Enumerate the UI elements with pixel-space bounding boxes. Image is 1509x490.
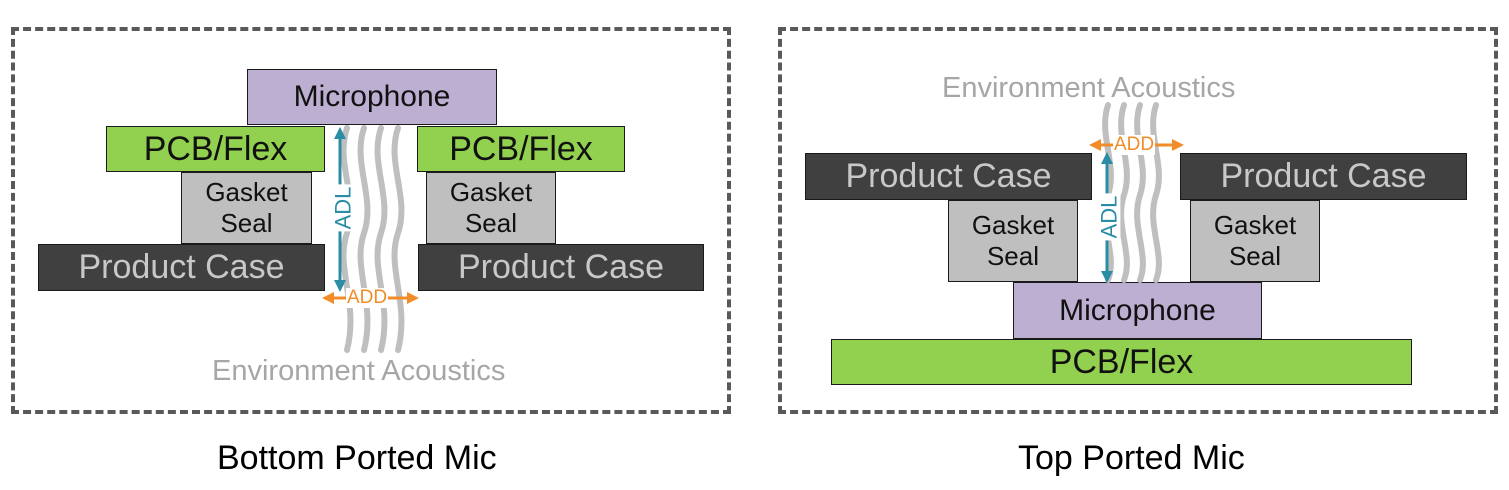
top-gasket-right: Gasket Seal bbox=[1190, 200, 1320, 282]
bottom-case-right: Product Case bbox=[418, 244, 704, 291]
bottom-add-label: ADD bbox=[346, 287, 389, 308]
bottom-gasket-left: Gasket Seal bbox=[181, 172, 312, 244]
bottom-gasket-right-label: Gasket Seal bbox=[449, 177, 533, 238]
bottom-gasket-left-label: Gasket Seal bbox=[205, 177, 288, 238]
top-case-right: Product Case bbox=[1180, 153, 1467, 200]
top-case-left: Product Case bbox=[805, 153, 1092, 200]
bottom-sound-waves bbox=[340, 125, 405, 353]
top-ported-caption: Top Ported Mic bbox=[1018, 439, 1245, 477]
top-add-label: ADD bbox=[1113, 134, 1156, 155]
bottom-environment-label: Environment Acoustics bbox=[212, 355, 506, 387]
top-ported-panel bbox=[778, 27, 1498, 414]
bottom-microphone: Microphone bbox=[247, 69, 497, 125]
bottom-adl-label: ADL bbox=[330, 184, 356, 232]
top-gasket-left: Gasket Seal bbox=[948, 200, 1078, 282]
bottom-ported-caption: Bottom Ported Mic bbox=[217, 439, 497, 477]
top-gasket-right-label: Gasket Seal bbox=[1213, 210, 1297, 271]
bottom-case-left: Product Case bbox=[38, 244, 325, 291]
top-adl-label: ADL bbox=[1096, 193, 1122, 241]
top-gasket-left-label: Gasket Seal bbox=[971, 210, 1055, 271]
bottom-pcb-right: PCB/Flex bbox=[417, 126, 625, 172]
bottom-ported-panel bbox=[11, 27, 731, 414]
top-microphone: Microphone bbox=[1013, 282, 1262, 339]
top-environment-label: Environment Acoustics bbox=[942, 72, 1236, 104]
bottom-gasket-right: Gasket Seal bbox=[426, 172, 556, 244]
bottom-pcb-left: PCB/Flex bbox=[106, 126, 325, 172]
top-sound-waves bbox=[1102, 102, 1162, 283]
top-pcb: PCB/Flex bbox=[831, 339, 1412, 385]
